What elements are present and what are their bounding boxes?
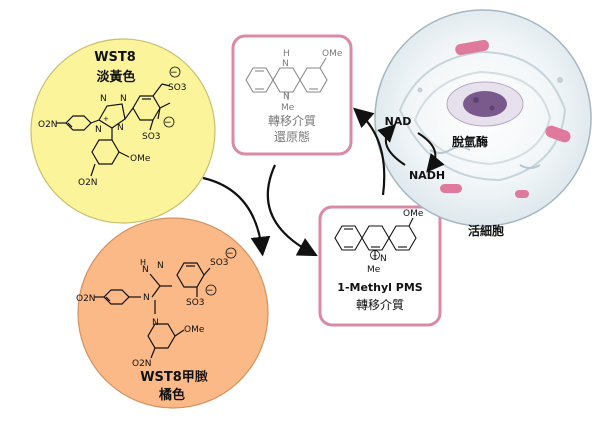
formazan-circle (77, 217, 269, 409)
wst8-n4: N (117, 123, 124, 133)
reduced-mediator-structure (245, 57, 328, 100)
formazan-n3: N (157, 261, 164, 271)
wst8-minus-bottom: − (164, 118, 172, 128)
wst8-minus-top: − (170, 68, 178, 78)
wst8-so3-bottom: SO3 (142, 132, 161, 142)
mitochondrion-3 (440, 184, 462, 193)
formazan-no2: O2N (76, 294, 96, 304)
oxidized-ome: OMe (403, 209, 424, 219)
wst8-n2: N (120, 94, 127, 104)
reduced-me: Me (281, 103, 295, 113)
wst8-charge-circle-top (169, 66, 181, 78)
reduced-mediator-atoms: H N OMe N Me (281, 49, 343, 113)
reduced-n-top: N (282, 59, 289, 69)
wst8-plus: + (103, 115, 109, 123)
nadh-to-nad-arrow (377, 123, 406, 166)
nad-to-nadh-arrow (417, 132, 445, 173)
formazan-charge-circle-top (225, 247, 237, 259)
oxidized-plus: + (372, 252, 378, 260)
nadh-label: NADH (408, 169, 446, 182)
oxidized-me: Me (367, 265, 381, 275)
formazan-color-label: 橘色 (158, 388, 186, 403)
wst8-n3: N (95, 125, 102, 135)
wst8-to-formazan-arrow (202, 176, 271, 257)
oxidized-mediator-label: 轉移介質 (355, 298, 405, 312)
reduced-h: H (283, 49, 290, 59)
formazan-no2-bottom: O2N (132, 359, 152, 369)
mitochondrion-1 (455, 39, 489, 56)
reduced-mediator-label: 轉移介質 (267, 114, 317, 128)
mitochondrion-4 (515, 190, 529, 198)
wst8-ome: OMe (130, 154, 151, 164)
wst8-no2-bottom: O2N (78, 178, 98, 188)
formazan-n4: N (152, 318, 159, 328)
formazan-minus-bottom: − (206, 286, 214, 296)
living-cell-label: 活細胞 (467, 224, 505, 238)
formazan-h: H (140, 258, 146, 267)
reduced-to-oxidized-arrow (266, 164, 318, 257)
oxidized-mediator-box (318, 205, 442, 327)
formazan-so3-bottom: SO3 (186, 298, 205, 308)
wst8-n1: N (100, 94, 107, 104)
oxidized-mediator-structure (334, 217, 417, 260)
oxidized-n: N (380, 254, 387, 264)
formazan-charge-circle-bottom (205, 284, 217, 296)
formazan-ome: OMe (184, 325, 205, 335)
formazan-title: WST8甲𦟔 (140, 370, 208, 385)
wst8-atoms: O2N N N N N + SO3 − SO3 − OMe O2N (38, 68, 187, 188)
wst8-charge-circle-bottom (163, 116, 175, 128)
wst8-structure (56, 83, 171, 177)
nad-label: NAD (384, 115, 412, 128)
formazan-minus-top: − (226, 249, 234, 259)
reduced-ome: OMe (322, 49, 343, 59)
oxidized-charge-circle (370, 250, 380, 260)
formazan-n1: N (143, 293, 150, 303)
reduced-mediator-state: 還原態 (273, 130, 311, 144)
formazan-n2: N (142, 265, 149, 275)
formazan-structure (94, 262, 211, 359)
reduced-n-bottom: N (283, 92, 290, 102)
nucleus (463, 91, 507, 117)
oxidized-mediator-atoms: OMe + N Me (367, 209, 424, 275)
dehydrogenase-label: 脫氫酶 (451, 135, 489, 149)
wst8-no2: O2N (38, 120, 58, 130)
mitochondrion-2 (545, 125, 571, 143)
wst8-color-label: 淡黃色 (96, 70, 136, 85)
formazan-so3-top: SO3 (210, 258, 229, 268)
oxidized-mediator-name: 1-Methyl PMS (337, 281, 423, 294)
wst8-so3-top: SO3 (168, 83, 187, 93)
wst8-circle (30, 38, 216, 224)
oxidized-to-reduced-arrow (353, 107, 386, 196)
formazan-atoms: O2N N N H N N SO3 − SO3 − OMe O2N (76, 249, 234, 369)
wst8-title: WST8 (94, 50, 136, 65)
